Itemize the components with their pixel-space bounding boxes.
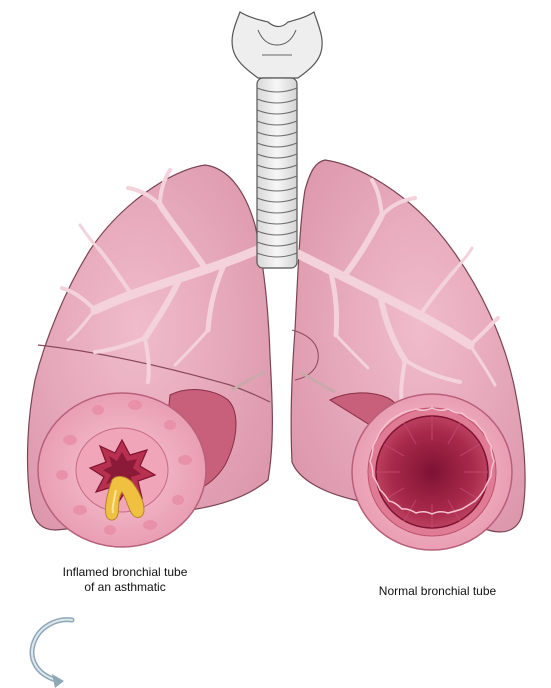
normal-tube-label: Normal bronchial tube: [335, 584, 540, 599]
inflamed-tube-label-line2: of an asthmatic: [20, 580, 230, 595]
normal-tube-label-text: Normal bronchial tube: [335, 584, 540, 599]
curved-arrow-icon: [32, 620, 72, 688]
inflamed-tube-label: Inflamed bronchial tube of an asthmatic: [20, 565, 230, 595]
inflamed-bronchial-tube: [38, 390, 236, 547]
inflamed-tube-label-line1: Inflamed bronchial tube: [20, 565, 230, 580]
normal-bronchial-tube: [330, 393, 512, 550]
